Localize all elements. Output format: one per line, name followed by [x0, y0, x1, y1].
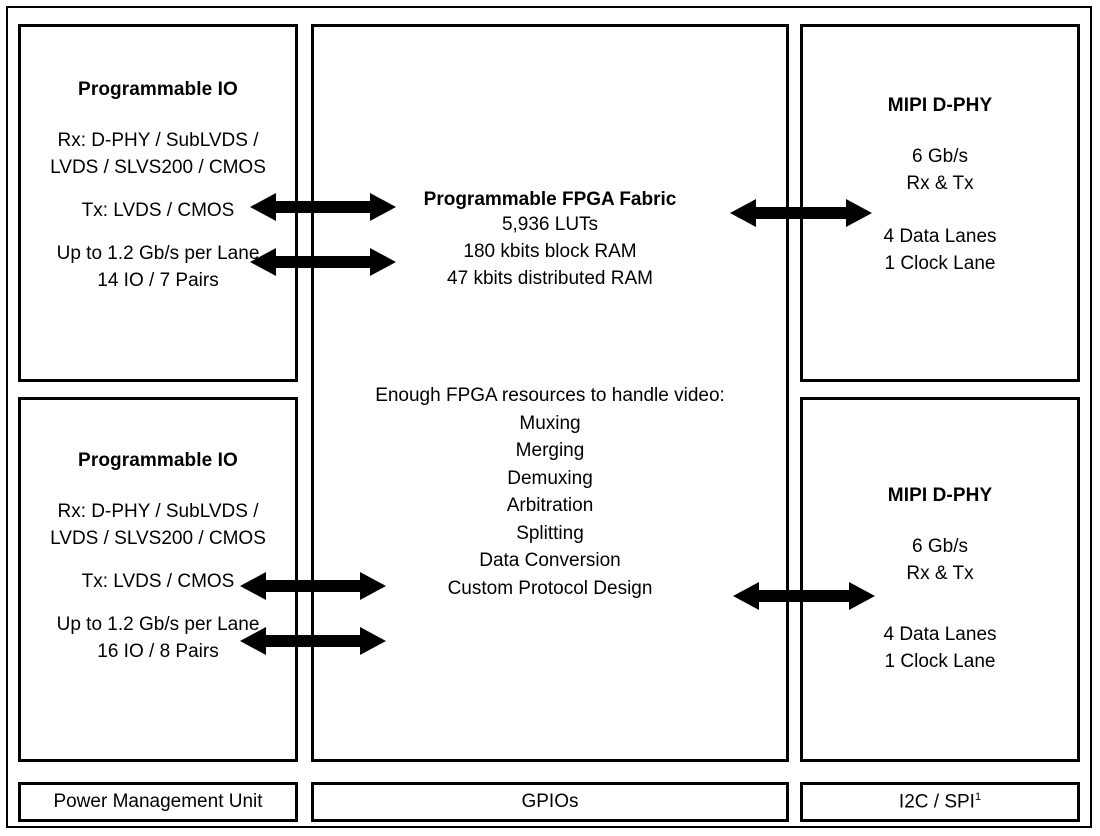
phy-bottom-clock-lane: 1 Clock Lane	[884, 651, 996, 672]
bar-gpios: GPIOs	[311, 782, 789, 822]
bar-i2c-spi: I2C / SPI1	[800, 782, 1080, 822]
fabric-resource-item: Arbitration	[506, 495, 594, 516]
phy-top-data-lanes: 4 Data Lanes	[883, 226, 997, 247]
phy-top-direction: Rx & Tx	[906, 173, 974, 194]
fabric-resources-heading: Enough FPGA resources to handle video:	[375, 385, 725, 406]
fabric-resource-item: Custom Protocol Design	[447, 577, 653, 599]
arrow-io-top-to-fabric-upper	[250, 191, 396, 223]
phy-bottom-direction: Rx & Tx	[906, 563, 974, 584]
phy-top-rate: 6 Gb/s	[912, 146, 968, 167]
phy-bottom-rate: 6 Gb/s	[912, 536, 968, 557]
block-fpga-fabric: Programmable FPGA Fabric 5,936 LUTs 180 …	[311, 24, 789, 762]
io-top-tx: Tx: LVDS / CMOS	[81, 200, 235, 221]
i2c-spi-text: I2C / SPI	[898, 791, 975, 813]
arrow-io-top-to-fabric-lower	[250, 246, 396, 278]
block-programmable-io-bottom: Programmable IO Rx: D-PHY / SubLVDS / LV…	[18, 397, 298, 762]
block-mipi-dphy-bottom: MIPI D-PHY 6 Gb/s Rx & Tx 4 Data Lanes 1…	[800, 397, 1080, 762]
arrow-io-bottom-to-fabric-upper	[240, 570, 386, 602]
phy-top-title: MIPI D-PHY	[887, 95, 993, 116]
fabric-luts: 5,936 LUTs	[501, 214, 599, 235]
fabric-resource-item: Merging	[515, 440, 585, 461]
fabric-resource-item: Muxing	[519, 412, 581, 434]
phy-bottom-title: MIPI D-PHY	[887, 485, 993, 506]
block-programmable-io-top: Programmable IO Rx: D-PHY / SubLVDS / LV…	[18, 24, 298, 382]
io-top-rx: Rx: D-PHY / SubLVDS / LVDS / SLVS200 / C…	[50, 130, 266, 178]
io-top-title: Programmable IO	[78, 79, 238, 100]
power-management-unit-label: Power Management Unit	[53, 791, 263, 812]
io-bottom-rx: Rx: D-PHY / SubLVDS / LVDS / SLVS200 / C…	[50, 501, 266, 549]
fabric-distributed-ram: 47 kbits distributed RAM	[447, 268, 653, 289]
fabric-resource-item: Demuxing	[507, 467, 593, 489]
fabric-resource-item: Splitting	[516, 522, 584, 544]
bar-power-management-unit: Power Management Unit	[18, 782, 298, 822]
diagram-outer-frame	[6, 6, 1092, 828]
fabric-title: Programmable FPGA Fabric	[423, 189, 677, 210]
io-top-rate: Up to 1.2 Gb/s per Lane	[56, 243, 260, 264]
i2c-spi-footnote-marker: 1	[974, 790, 982, 803]
gpios-label: GPIOs	[521, 791, 579, 812]
io-bottom-tx: Tx: LVDS / CMOS	[81, 571, 235, 592]
phy-top-clock-lane: 1 Clock Lane	[884, 253, 996, 274]
io-bottom-pins: 16 IO / 8 Pairs	[97, 641, 219, 662]
fabric-block-ram: 180 kbits block RAM	[463, 241, 637, 262]
fabric-resource-item: Data Conversion	[479, 550, 621, 571]
io-top-pins: 14 IO / 7 Pairs	[97, 270, 219, 291]
i2c-spi-label: I2C / SPI1	[899, 791, 981, 813]
arrow-fabric-to-phy-bottom	[733, 580, 875, 612]
phy-bottom-data-lanes: 4 Data Lanes	[883, 624, 997, 645]
io-bottom-rate: Up to 1.2 Gb/s per Lane	[56, 614, 260, 635]
arrow-fabric-to-phy-top	[730, 197, 872, 229]
io-bottom-title: Programmable IO	[78, 450, 238, 471]
arrow-io-bottom-to-fabric-lower	[240, 625, 386, 657]
